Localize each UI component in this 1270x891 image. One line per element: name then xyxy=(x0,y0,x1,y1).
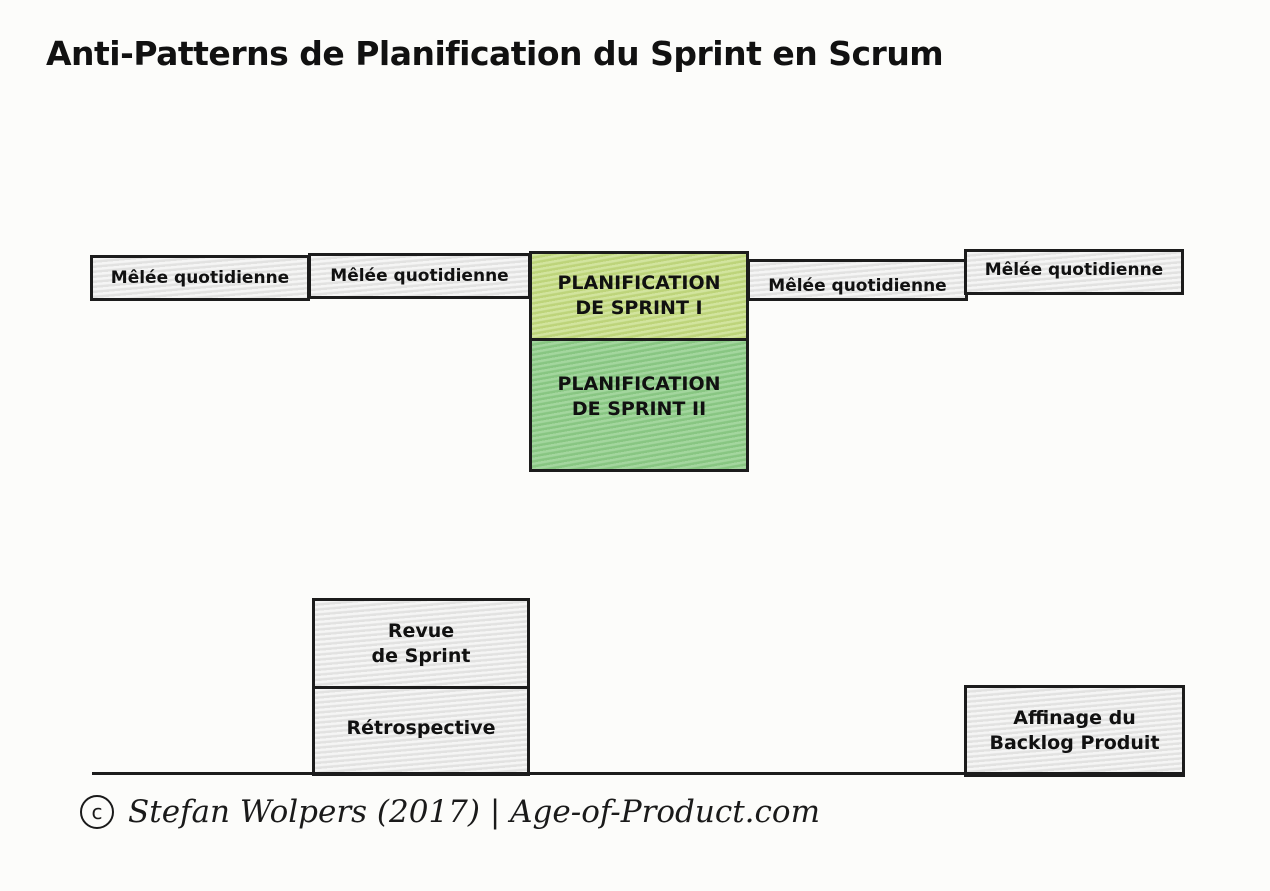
timeline-baseline xyxy=(92,772,1185,775)
sprint-review-box: Revue de Sprint xyxy=(312,598,530,689)
daily-scrum-box-2: Mêlée quotidienne xyxy=(308,253,531,299)
backlog-refinement-box: Affinage du Backlog Produit xyxy=(964,685,1185,777)
page-title: Anti-Patterns de Planification du Sprint… xyxy=(46,34,944,73)
footer-credit: c Stefan Wolpers (2017) | Age-of-Product… xyxy=(80,794,820,830)
sprint-planning-2-line-2: DE SPRINT II xyxy=(571,398,707,420)
daily-scrum-label: Mêlée quotidienne xyxy=(330,265,509,286)
retrospective-label: Rétrospective xyxy=(346,716,496,739)
daily-scrum-box-3: Mêlée quotidienne xyxy=(747,259,968,301)
daily-scrum-label: Mêlée quotidienne xyxy=(768,275,947,296)
sprint-planning-1-line-1: PLANIFICATION xyxy=(557,272,721,295)
backlog-refinement-line-2: Backlog Produit xyxy=(989,732,1160,754)
daily-scrum-label: Mêlée quotidienne xyxy=(110,267,290,288)
daily-scrum-box-4: Mêlée quotidienne xyxy=(964,249,1184,295)
sprint-planning-2-box: PLANIFICATION DE SPRINT II xyxy=(529,338,749,472)
sprint-planning-1-line-2: DE SPRINT I xyxy=(575,297,703,319)
sprint-review-line-1: Revue xyxy=(387,619,455,642)
sprint-planning-2-line-1: PLANIFICATION xyxy=(557,373,721,396)
copyright-icon: c xyxy=(80,795,114,829)
retrospective-box: Rétrospective xyxy=(312,686,530,776)
daily-scrum-label: Mêlée quotidienne xyxy=(984,259,1164,280)
footer-credit-text: Stefan Wolpers (2017) | Age-of-Product.c… xyxy=(128,794,820,830)
sprint-planning-1-box: PLANIFICATION DE SPRINT I xyxy=(529,251,749,341)
sprint-review-line-2: de Sprint xyxy=(371,644,471,667)
backlog-refinement-line-1: Affinage du xyxy=(1013,707,1136,730)
daily-scrum-box-1: Mêlée quotidienne xyxy=(90,255,310,301)
